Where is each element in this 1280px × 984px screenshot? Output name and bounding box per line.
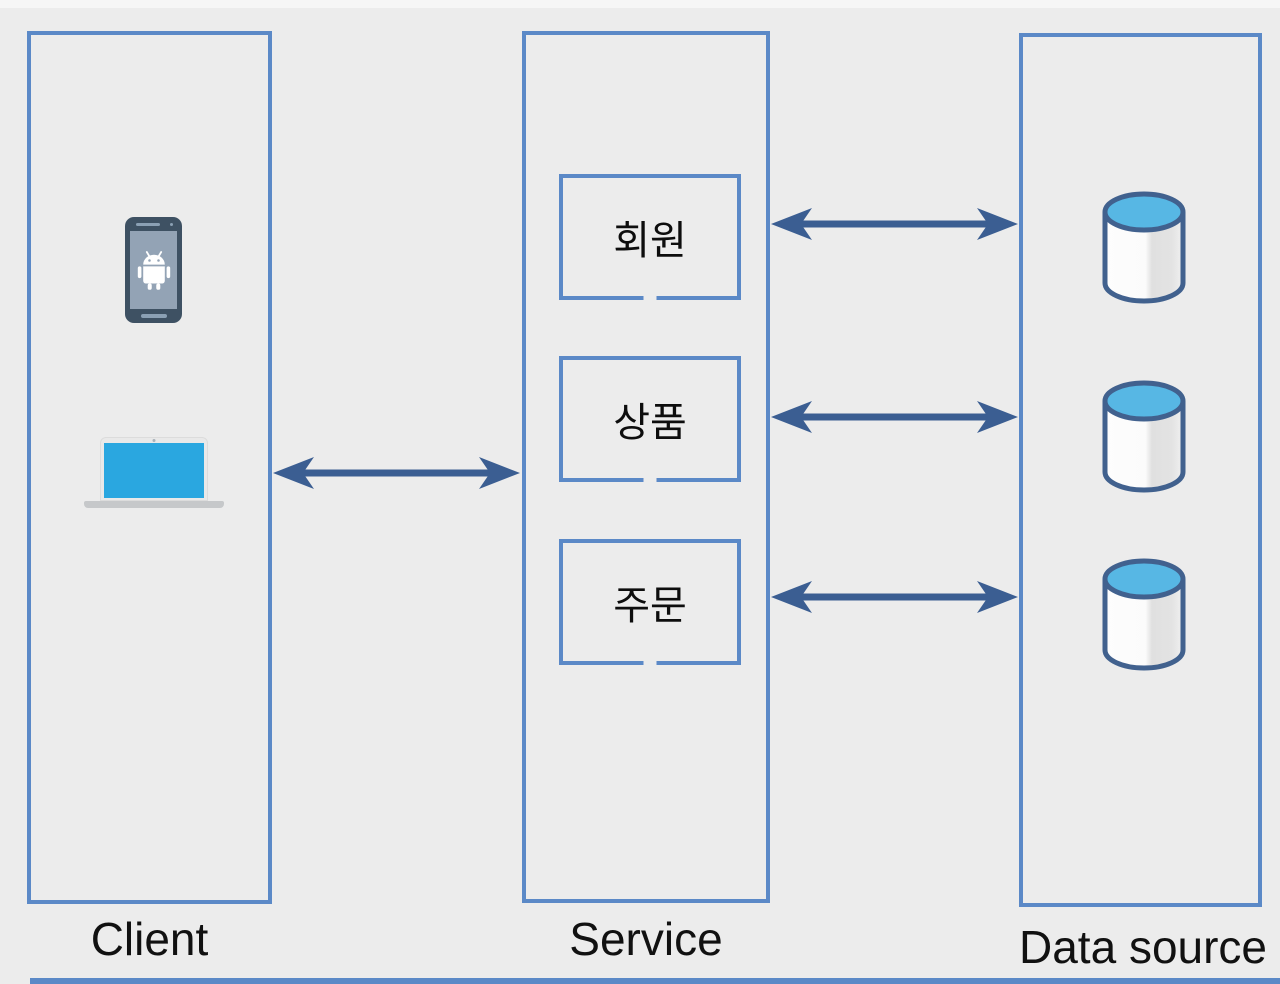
- service-box-product-label: 상품: [613, 401, 687, 445]
- service-db-arrow-3: [771, 581, 1018, 613]
- service-box-member-label: 회원: [613, 219, 687, 263]
- connector-notch: [643, 478, 657, 482]
- client-label: Client: [90, 913, 209, 965]
- service-box-product: 상품: [559, 356, 741, 482]
- laptop-icon: [84, 437, 224, 508]
- phone-speaker: [136, 223, 160, 226]
- laptop-camera-dot: [152, 439, 156, 442]
- top-edge-highlight: [0, 0, 1280, 8]
- phone-camera-dot: [170, 223, 173, 226]
- database-cylinder-icon: [1102, 380, 1186, 493]
- phone-screen: [130, 231, 177, 309]
- service-db-arrow-1: [771, 208, 1018, 240]
- connector-notch: [643, 296, 657, 300]
- service-db-arrow-2: [771, 401, 1018, 433]
- database-cylinder-icon: [1102, 191, 1186, 304]
- android-phone-icon: [125, 217, 182, 323]
- service-box-order: 주문: [559, 539, 741, 665]
- laptop-screen: [104, 443, 204, 498]
- datasource-label: Data source: [1019, 921, 1268, 973]
- android-robot-icon: [137, 251, 170, 290]
- connector-notch: [643, 661, 657, 665]
- bottom-partial-box-edge: [30, 978, 1280, 984]
- laptop-lid: [100, 437, 208, 501]
- database-cylinder-icon: [1102, 558, 1186, 671]
- service-label: Service: [569, 913, 723, 965]
- client-column-box: [27, 31, 272, 904]
- phone-home-bar: [140, 314, 167, 318]
- service-box-order-label: 주문: [613, 584, 687, 628]
- datasource-column-box: [1019, 33, 1262, 907]
- client-service-arrow: [273, 457, 520, 489]
- service-column-box: 회원 상품 주문: [522, 31, 770, 903]
- service-box-member: 회원: [559, 174, 741, 300]
- laptop-base: [84, 501, 224, 508]
